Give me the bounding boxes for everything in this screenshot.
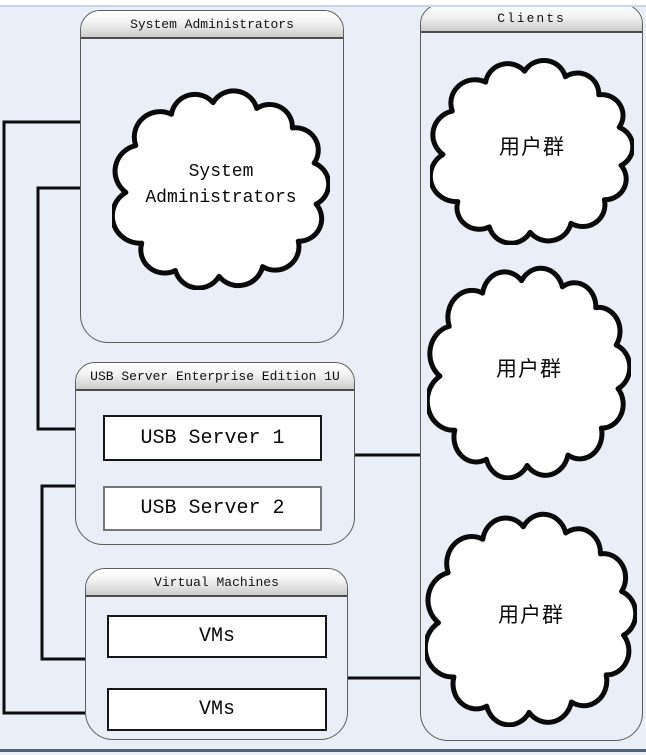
cloud-label-client-group-1: 用户群 — [499, 138, 565, 161]
cloud-label-line1: System — [188, 162, 254, 182]
node-label: VMs — [198, 625, 235, 648]
group-title: USB Server Enterprise Edition 1U — [90, 368, 340, 384]
cloud-label-system-administrators: System Administrators — [131, 159, 311, 211]
node-usb-server-1: USB Server 1 — [103, 415, 322, 461]
window-bottom-border — [0, 749, 646, 752]
node-vms-2: VMs — [107, 688, 327, 731]
group-header-usb-server: USB Server Enterprise Edition 1U — [76, 363, 354, 391]
group-title: System Administrators — [130, 16, 294, 32]
group-title: Virtual Machines — [154, 574, 279, 590]
node-label: VMs — [198, 698, 235, 721]
cloud-label-line2: Administrators — [145, 188, 297, 208]
node-label: USB Server 2 — [140, 497, 285, 520]
group-header-virtual-machines: Virtual Machines — [86, 569, 347, 597]
cloud-label-client-group-3: 用户群 — [498, 606, 564, 629]
connector-usb2-to-vms1 — [40, 484, 87, 661]
connector-sysadmin-to-vms2 — [2, 120, 86, 715]
group-title: Clients — [497, 10, 566, 26]
node-label: USB Server 1 — [140, 426, 285, 450]
group-header-clients: Clients — [421, 5, 642, 33]
cloud-label-client-group-2: 用户群 — [496, 360, 562, 383]
node-vms-1: VMs — [107, 615, 327, 658]
node-usb-server-2: USB Server 2 — [103, 486, 322, 531]
window-top-strip — [0, 0, 646, 7]
connector-sysadmin-to-usb1 — [36, 186, 82, 431]
group-header-system-administrators: System Administrators — [81, 11, 343, 39]
